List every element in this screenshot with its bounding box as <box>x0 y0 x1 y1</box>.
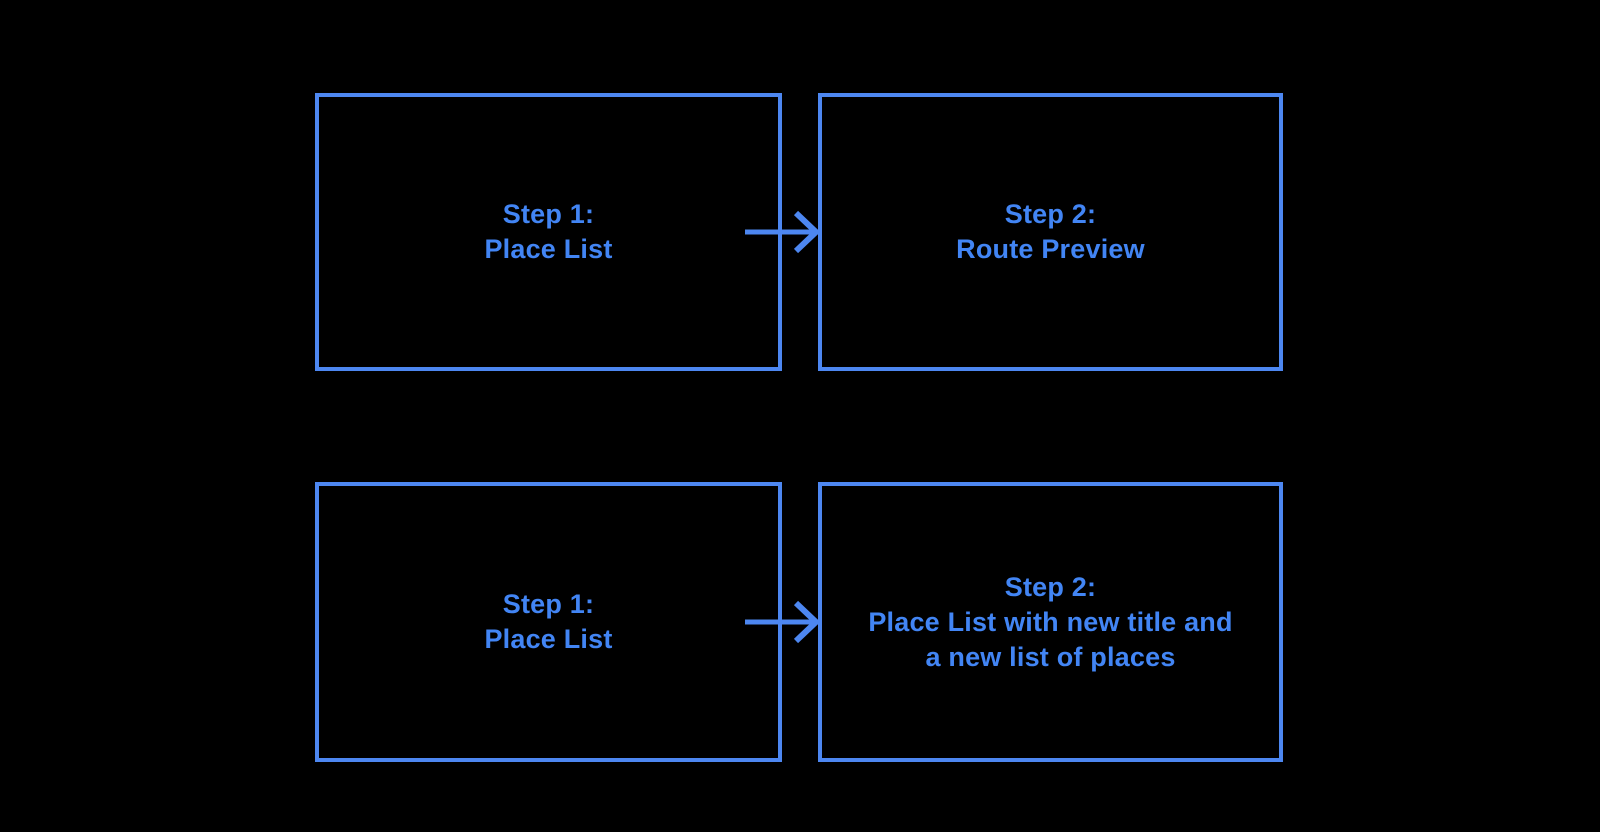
flow2-step2-line1: Step 2: <box>1004 571 1097 602</box>
flow2-step1-line1: Step 1: <box>502 589 595 619</box>
flow1-step1-box: Step 1: Place List <box>315 93 782 371</box>
flow2-step1-box: Step 1: Place List <box>315 482 782 762</box>
flow2-step1-line2: Place List <box>484 624 613 654</box>
flow2-step2-line2: Place List with new title and <box>868 606 1233 637</box>
flow1-step1-label: Step 1: Place List <box>484 197 612 267</box>
flow2-step2-box: Step 2: Place List with new title and a … <box>818 482 1283 762</box>
right-arrow-icon <box>745 600 821 644</box>
flow2-step2-label: Step 2: Place List with new title and a … <box>868 570 1232 675</box>
arrow-head <box>793 600 821 644</box>
flow1-step2-box: Step 2: Route Preview <box>818 93 1283 371</box>
flow1-step2-line2: Route Preview <box>956 234 1145 264</box>
flow2-step2-line3: a new list of places <box>925 641 1176 672</box>
flow1-step2-label: Step 2: Route Preview <box>956 197 1145 267</box>
right-arrow-icon <box>745 210 821 254</box>
flow1-step1-line2: Place List <box>484 234 613 264</box>
flow2-step1-label: Step 1: Place List <box>484 587 612 657</box>
flow1-step1-line1: Step 1: <box>502 199 595 229</box>
arrow-head <box>793 210 821 254</box>
flow1-step2-line1: Step 2: <box>1004 199 1097 229</box>
